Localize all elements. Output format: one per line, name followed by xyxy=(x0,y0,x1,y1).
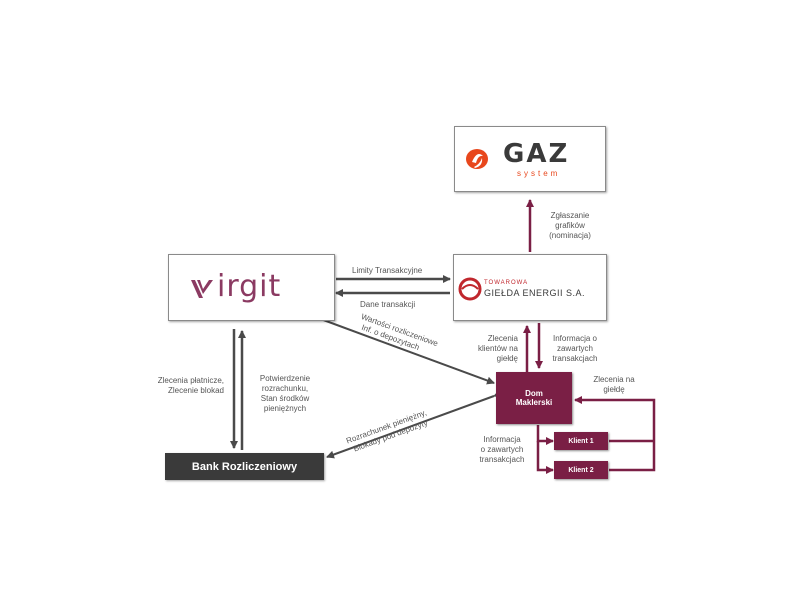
label-potwierdzenie-line2: rozrachunku, xyxy=(261,384,309,393)
label-zlecenia-gielde-line1: Zlecenia na xyxy=(593,375,635,384)
label-zlecenia-klientow-line2: klientów na xyxy=(477,344,518,353)
label-zlecenia-platnicze-line2: Zlecenie blokad xyxy=(167,386,224,395)
tge-logo-icon xyxy=(458,277,482,301)
label-informacja-tge: Informacja o zawartych transakcjach xyxy=(544,334,606,364)
arrow-dm-to-klient1 xyxy=(536,425,554,445)
label-informacja-tge-line3: transakcjach xyxy=(552,354,598,363)
label-informacja-dm-line1: Informacja xyxy=(483,435,521,444)
label-zlecenia-gielde: Zlecenia na giełdę xyxy=(583,375,645,395)
dom-maklerski-line2: Maklerski xyxy=(515,398,553,407)
arrow-dm-bank xyxy=(326,389,502,459)
label-potwierdzenie-line1: Potwierdzenie xyxy=(259,374,311,383)
gaz-system-logo-icon xyxy=(466,149,488,169)
label-zlecenia-klientow: Zlecenia klientów na giełdę xyxy=(456,334,518,364)
arrow-dm-to-klient2 xyxy=(536,441,554,474)
label-zlecenia-platnicze: Zlecenia płatnicze, Zlecenie blokad xyxy=(130,376,224,396)
label-zlecenia-platnicze-line1: Zlecenia płatnicze, xyxy=(157,376,224,385)
label-zlecenia-klientow-line1: Zlecenia xyxy=(487,334,518,343)
label-potwierdzenie-line4: pieniężnych xyxy=(263,404,307,413)
dom-maklerski-line1: Dom xyxy=(525,389,543,398)
tge-logo-line1: TOWAROWA xyxy=(484,280,529,286)
label-zglaszanie-line1: Zgłaszanie xyxy=(550,211,590,220)
tge-logo-line2: GIEŁDA ENERGII S.A. xyxy=(484,288,586,298)
arrow-klient2-loop xyxy=(574,396,656,472)
label-informacja-tge-line2: zawartych xyxy=(556,344,593,353)
label-zlecenia-gielde-line2: giełdę xyxy=(603,385,625,394)
tge-node[interactable]: TOWAROWA GIEŁDA ENERGII S.A. xyxy=(453,254,607,321)
label-potwierdzenie-line3: Stan środków xyxy=(260,394,310,403)
bank-rozliczeniowy-node[interactable]: Bank Rozliczeniowy xyxy=(165,453,324,480)
arrow-wartosci xyxy=(317,317,495,385)
irgit-node[interactable]: irgit xyxy=(168,254,335,321)
label-zglaszanie-line3: (nominacja) xyxy=(549,231,591,240)
label-zglaszanie-line2: grafików xyxy=(555,221,585,230)
gaz-logo-text: GAZ xyxy=(503,139,570,169)
label-dane: Dane transakcji xyxy=(360,300,416,309)
label-potwierdzenie: Potwierdzenie rozrachunku, Stan środków … xyxy=(250,374,320,414)
label-informacja-tge-line1: Informacja o xyxy=(552,334,598,343)
gaz-logo-subtext: system xyxy=(517,169,561,178)
dom-maklerski-node[interactable]: Dom Maklerski xyxy=(496,372,572,424)
klient-2-node[interactable]: Klient 2 xyxy=(554,461,608,479)
label-zglaszanie: Zgłaszanie grafików (nominacja) xyxy=(530,211,610,241)
label-zlecenia-klientow-line3: giełdę xyxy=(496,354,518,363)
label-informacja-dm-line2: o zawartych xyxy=(480,445,524,454)
irgit-logo-text: irgit xyxy=(217,269,282,304)
gaz-system-node[interactable]: GAZ system xyxy=(454,126,606,192)
irgit-logo-icon xyxy=(191,280,213,298)
klient-1-node[interactable]: Klient 1 xyxy=(554,432,608,450)
label-informacja-dm: Informacja o zawartych transakcjach xyxy=(470,435,534,465)
label-limity: Limity Transakcyjne xyxy=(352,266,423,275)
label-informacja-dm-line3: transakcjach xyxy=(479,455,525,464)
